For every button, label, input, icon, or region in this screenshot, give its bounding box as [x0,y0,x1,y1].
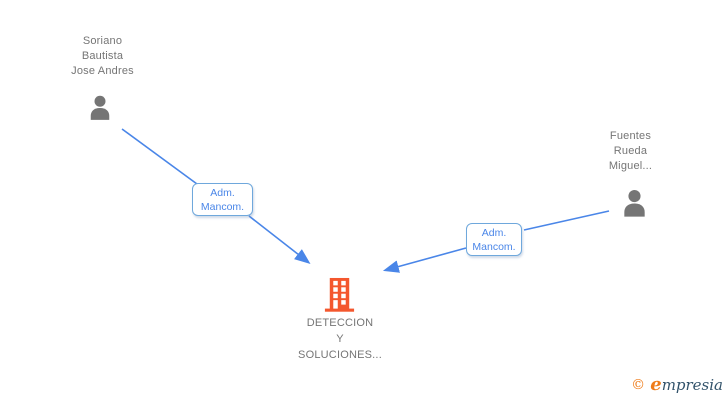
brand-initial: e [650,374,662,395]
edge2-label-line1: Adm. [481,226,507,239]
person-icon[interactable] [85,93,115,128]
person2-label[interactable]: Fuentes Rueda Miguel... [558,129,703,174]
person2-label-line1: Fuentes [609,130,652,142]
person1-label-line3: Jose Andres [71,65,134,77]
building-icon[interactable] [322,276,357,318]
edge1-label-line2: Mancom. [200,200,245,213]
company-label[interactable]: DETECCION Y SOLUCIONES... [268,315,412,363]
edge1-label-line1: Adm. [210,186,235,199]
empresia-logo[interactable]: © empresia [631,374,723,395]
brand-name: mpresia [661,376,723,394]
company-label-line1: DETECCION [306,317,374,329]
copyright-icon: © [631,377,646,393]
edge-label2-to-company [382,247,467,273]
edge-person2-to-label [523,210,610,231]
person1-label[interactable]: Soriano Bautista Jose Andres [30,34,175,79]
edge-person1-to-label [121,128,198,185]
person-icon[interactable] [618,187,651,225]
edge-label-box-2[interactable]: Adm. Mancom. [466,223,522,256]
company-label-line2: Y [336,333,344,345]
edge-label1-to-company [248,215,311,264]
person2-label-line2: Rueda [613,145,648,157]
company-label-line3: SOLUCIONES... [298,349,382,361]
person1-label-line1: Soriano [82,35,123,47]
edge2-label-line2: Mancom. [472,240,516,253]
person2-label-line3: Miguel... [608,160,653,172]
edge-label-box-1[interactable]: Adm. Mancom. [192,183,253,216]
person1-label-line2: Bautista [81,50,124,62]
